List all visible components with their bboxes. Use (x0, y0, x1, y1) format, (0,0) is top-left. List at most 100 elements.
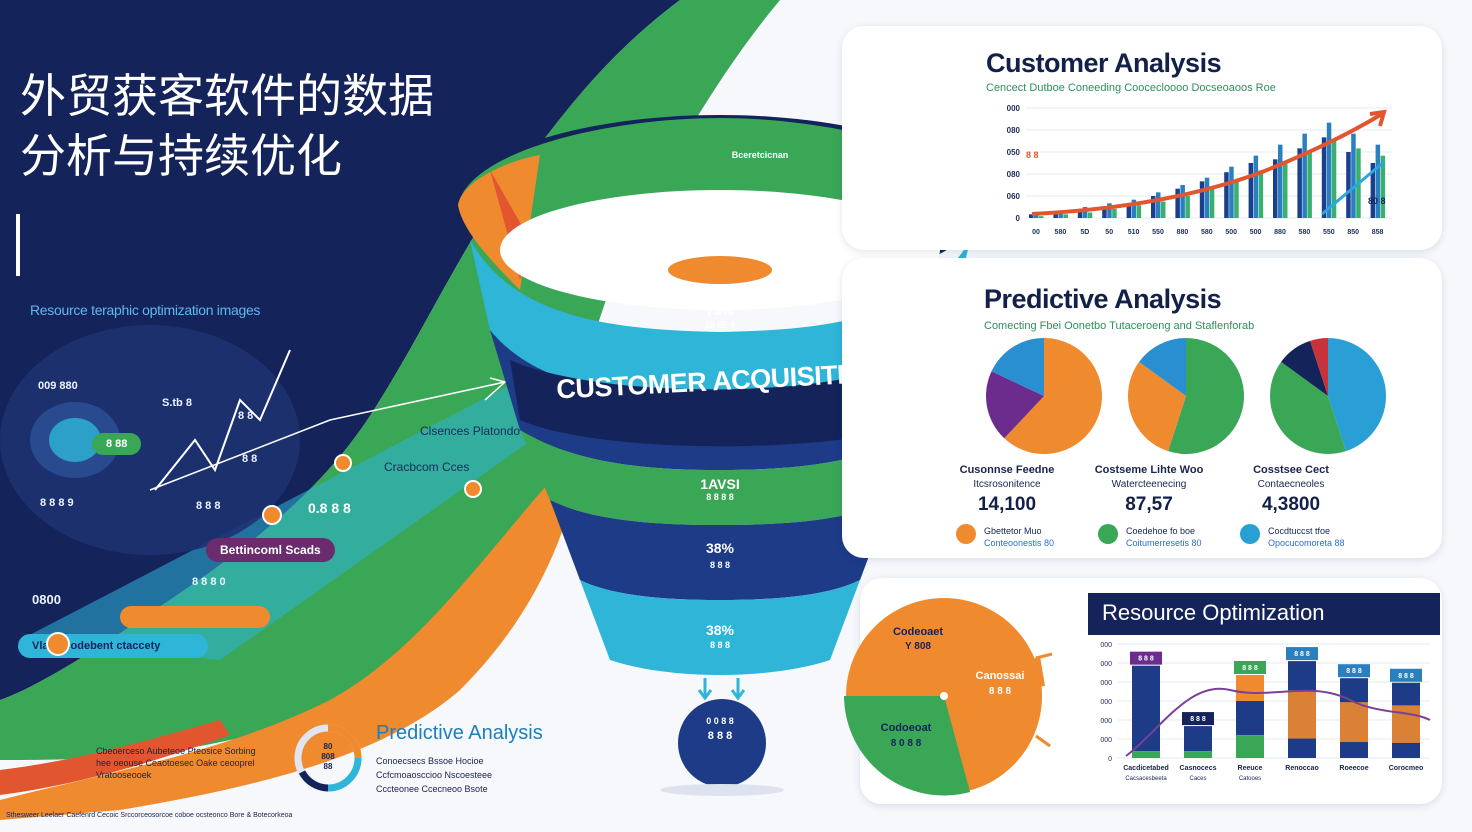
ro-bar-value: 8 8 8 (1294, 651, 1310, 658)
ro-bar-green (1184, 751, 1212, 758)
ro-pie-value-a: Y 808 (905, 641, 931, 652)
ca-bar (1151, 196, 1156, 218)
ca-x-tick: 550 (1152, 229, 1164, 236)
ro-y-tick: 0 (1108, 756, 1112, 763)
pie-legend-line1: Cocdtuccst tfoe (1268, 526, 1331, 536)
bottom-predictive-text: Conoecsecs Bssoe Hocioe Ccfcmoaosccioo N… (376, 754, 492, 796)
pie-slice (991, 338, 1044, 396)
left-value-pill: 8 88 (92, 433, 142, 455)
funnel-stage4-label: 8 8 8 (709, 640, 731, 650)
ro-bar-tag (1390, 668, 1422, 682)
funnel-stage3-label: 8 8 8 (709, 560, 731, 570)
bottom-predictive-title: Predictive Analysis (376, 722, 543, 744)
ca-bar (1087, 212, 1093, 218)
ca-bar (1058, 210, 1063, 218)
ro-bar-navy (1184, 726, 1212, 752)
ca-trend-arrow (1031, 112, 1384, 216)
ca-bar (1204, 177, 1210, 218)
pie-label-secondary: Watercteenecing (1111, 479, 1187, 490)
funnel-stage1-label: 10 6E 8 (704, 320, 736, 330)
pie-slice (1281, 340, 1328, 396)
gauge-icon (294, 724, 362, 792)
ca-bar (1112, 208, 1117, 218)
ca-bar (1351, 133, 1356, 218)
ro-bar-tag (1286, 647, 1318, 661)
pie-legend-line1: Coedehoe fo boe (1126, 526, 1196, 536)
ca-bar (1161, 201, 1166, 218)
pie-slice (1128, 361, 1186, 452)
ca-trend-arrowhead (1369, 109, 1387, 127)
ca-bar (1307, 152, 1312, 218)
gauge-top: 80 (323, 742, 333, 751)
bottom-left-text: Cbeoerceso Aubeteoe Pteosice Sorbing hee… (96, 745, 256, 781)
ca-bar (1248, 163, 1254, 218)
ca-y-tick: 000 (1007, 104, 1021, 113)
left-value-e: 8 8 8 0 (192, 576, 226, 588)
ca-y-tick: 060 (1007, 192, 1021, 201)
ca-x-tick: 580 (1299, 229, 1311, 236)
pie-legend-line2: Coitumerresetis 80 (1126, 538, 1202, 548)
ca-bar (1331, 141, 1337, 218)
pie-value: 14,100 (977, 494, 1037, 515)
bottom-left-line2: hee oeouse Ceaotoesec Oake ceooprel (96, 758, 255, 768)
predictive-analysis-card: Predictive Analysis Comecting Fbei Oonet… (842, 258, 1442, 558)
ca-y-tick: 080 (1007, 170, 1021, 179)
ro-y-tick: 000 (1100, 661, 1112, 668)
ro-bar-value: 8 8 8 (1242, 665, 1258, 672)
ca-y-tick: 0 (1016, 214, 1021, 223)
ca-x-tick: 5D (1080, 229, 1089, 236)
gauge-labels: 80 808 88 (292, 742, 364, 772)
ro-bar-green (1236, 735, 1264, 758)
ca-bar (1209, 188, 1215, 218)
ca-bar (1283, 163, 1288, 218)
ro-pie-label-c: Codoeoat (880, 722, 932, 734)
ro-bar-label: Cacdicetabed (1123, 765, 1169, 772)
ro-bar-green (1132, 751, 1160, 758)
customer-analysis-subtitle: Cencect Dutboe Coneeding Coocecloooo Doc… (986, 82, 1276, 94)
ca-bar (1063, 214, 1068, 218)
ca-x-tick: 550 (1323, 229, 1335, 236)
ca-x-tick: 500 (1250, 229, 1262, 236)
bottom-pred-line1: Conoecsecs Bssoe Hocioe (376, 756, 484, 766)
footer-text: Sthesweer Leelaer Caefenrd Cecoic Srccor… (6, 812, 293, 819)
ca-bar (1053, 212, 1058, 218)
ro-bar-tag (1130, 651, 1162, 665)
title-accent-bar (16, 214, 20, 276)
ca-annotation: 8 8 (1026, 150, 1039, 160)
ca-x-tick: 510 (1128, 229, 1140, 236)
ro-bar-sublabel: Cacsacesbeeta (1125, 776, 1167, 782)
ro-bar-value: 8 8 8 (1138, 656, 1154, 663)
left-panel-subtitle: Resource teraphic optimization images (30, 302, 261, 318)
pie-slice (1139, 338, 1186, 396)
ro-bar-orange (1288, 690, 1316, 739)
pie-legend-line1: Gbettetor Muo (984, 526, 1042, 536)
funnel-stage2-label: 8 8 8 8 (706, 492, 734, 502)
funnel-stage1-value: 78% (705, 302, 735, 318)
ro-bar-orange (1392, 705, 1420, 743)
ca-x-tick: 858 (1372, 229, 1384, 236)
ca-bar (1346, 152, 1351, 218)
pie-legend-line2: Conteoonestis 80 (984, 538, 1055, 548)
funnel-stage4-value: 38% (705, 622, 735, 638)
pill-orange (120, 606, 270, 628)
customer-analysis-card: Customer Analysis Cencect Dutboe Coneedi… (842, 26, 1442, 250)
ro-bar-label: Roeecoe (1339, 765, 1368, 772)
pie-slice (1310, 338, 1328, 396)
funnel-header: Bceretcicnan (731, 150, 789, 160)
ca-bar (1126, 203, 1132, 218)
ro-bar-orange (1236, 675, 1264, 701)
left-value-c: 8 8 8 (196, 500, 221, 512)
funnel-stage3-value: 38% (705, 540, 735, 556)
ca-x-tick: 50 (1105, 229, 1113, 236)
resource-optimization-title: Resource Optimization (1088, 593, 1440, 635)
ca-bar (1326, 122, 1332, 218)
ro-trend-line (1125, 687, 1431, 757)
pie-legend-dot (956, 524, 976, 544)
ca-bar (1077, 210, 1083, 218)
pie-value: 87,57 (1125, 494, 1173, 515)
ro-bar-orange (1340, 702, 1368, 743)
ca-bar (1229, 166, 1234, 218)
pie-legend-line2: Opocucomoreta 88 (1268, 538, 1345, 548)
